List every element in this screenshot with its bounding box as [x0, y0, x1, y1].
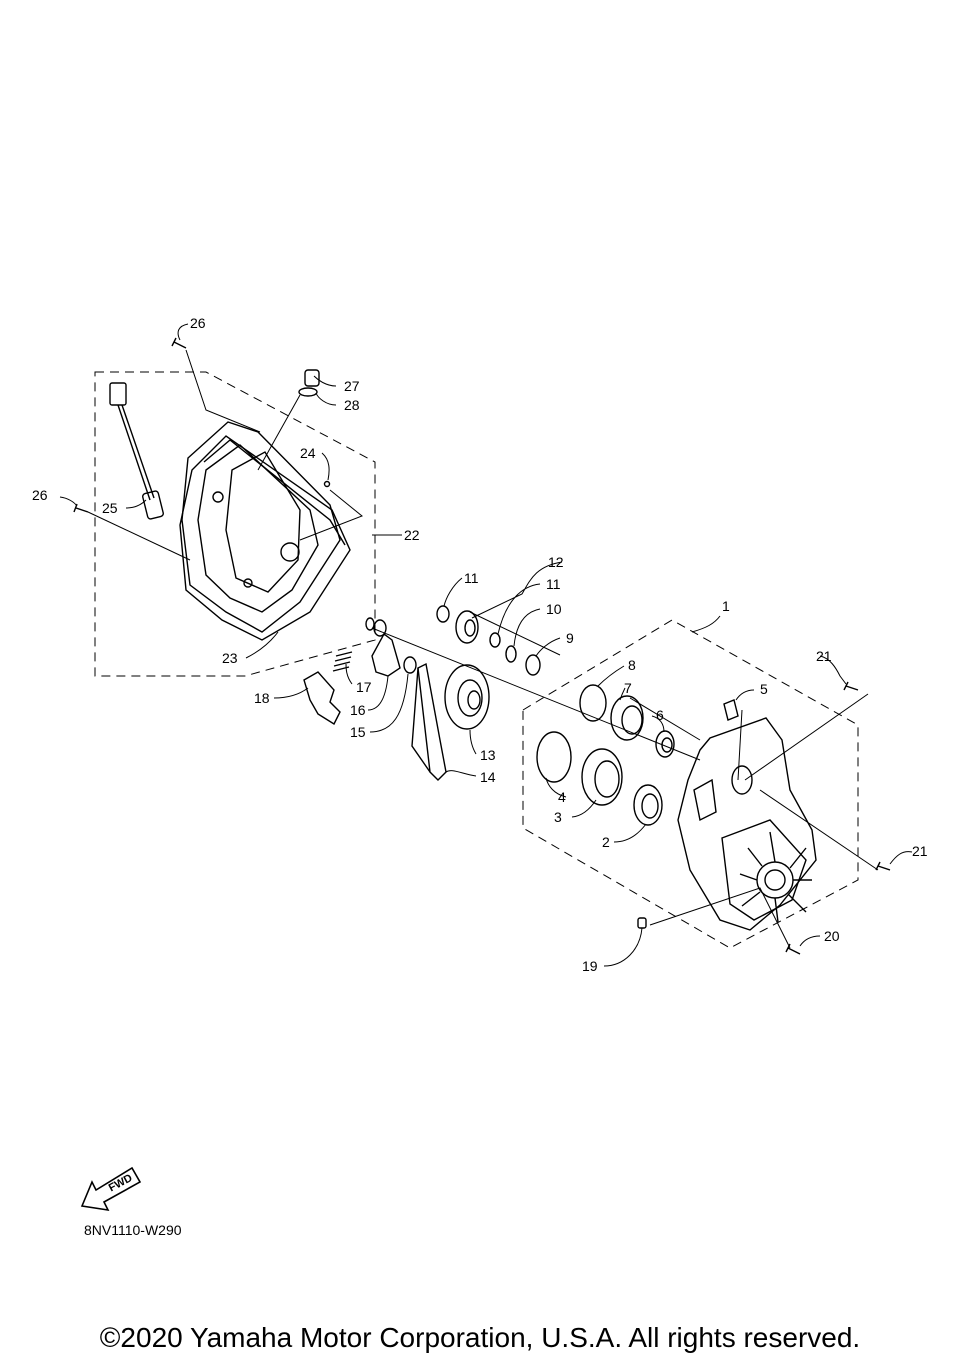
callout-20: 20 — [824, 928, 840, 944]
callout-13: 13 — [480, 747, 496, 763]
case-assembly — [637, 681, 891, 955]
callout-3: 3 — [554, 809, 562, 825]
callout-4: 4 — [558, 789, 566, 805]
callout-2: 2 — [602, 834, 610, 850]
callout-14: 14 — [480, 769, 496, 785]
callout-26-left: 26 — [32, 487, 48, 503]
callout-23: 23 — [222, 650, 238, 666]
centerline-shaft — [371, 611, 879, 949]
callout-26-upper: 26 — [190, 315, 206, 331]
callout-8: 8 — [628, 657, 636, 673]
callout-17: 17 — [356, 679, 372, 695]
callout-21-upper: 21 — [816, 648, 832, 664]
callout-12: 12 — [548, 554, 564, 570]
fwd-arrow-icon: FWD — [80, 1166, 142, 1212]
callout-10: 10 — [546, 601, 562, 617]
callout-25: 25 — [102, 500, 118, 516]
callout-5: 5 — [760, 681, 768, 697]
centerline-upper — [87, 349, 363, 561]
callout-6: 6 — [656, 707, 664, 723]
callout-11-upper: 11 — [464, 570, 479, 586]
callout-1: 1 — [722, 598, 730, 614]
callout-7: 7 — [624, 680, 632, 696]
callout-21-lower: 21 — [912, 843, 928, 859]
assembly-box-1 — [522, 619, 859, 949]
assembly-box-22 — [94, 371, 376, 677]
shaft-parts — [303, 605, 675, 826]
callout-22: 22 — [404, 527, 420, 543]
cover-assembly — [73, 337, 351, 641]
callout-16: 16 — [350, 702, 366, 718]
callout-28: 28 — [344, 397, 360, 413]
callout-15: 15 — [350, 724, 366, 740]
callout-27: 27 — [344, 378, 360, 394]
callout-11-lower: 11 — [546, 576, 561, 592]
copyright-notice: ©2020 Yamaha Motor Corporation, U.S.A. A… — [99, 1322, 861, 1353]
callout-9: 9 — [566, 630, 574, 646]
callout-19: 19 — [582, 958, 598, 974]
callout-24: 24 — [300, 445, 316, 461]
callout-18: 18 — [254, 690, 270, 706]
leader-lines — [59, 323, 913, 967]
drawing-code: 8NV1110-W290 — [84, 1222, 182, 1238]
